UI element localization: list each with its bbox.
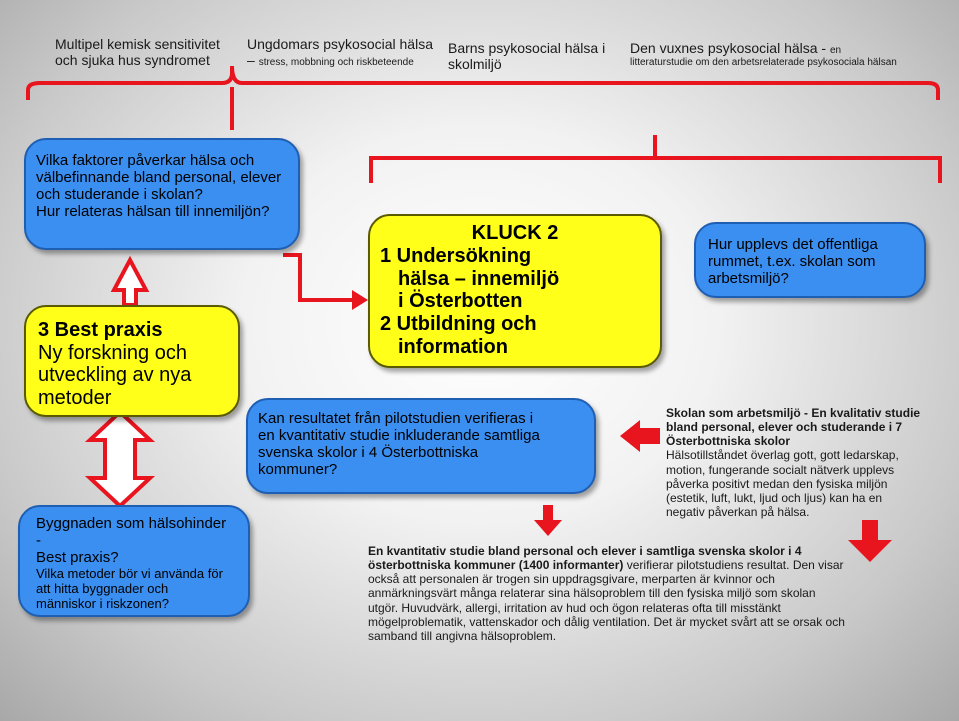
- header-item-adults: Den vuxnes psykosocial hälsa - en litter…: [630, 40, 897, 68]
- header-item-children: Barns psykosocial hälsa i skolmiljö: [448, 40, 606, 72]
- pilot-question-box: Kan resultatet från pilotstudien verifie…: [246, 398, 596, 494]
- arrow-to-kluck-head: [352, 290, 368, 310]
- header-item-youth: Ungdomars psykosocial hälsa – stress, mo…: [247, 36, 433, 68]
- arrow-left-to-pilot: [620, 420, 660, 452]
- arrow-up-to-top-box: [110, 255, 150, 307]
- kluck-box: KLUCK 2 1 Undersökning hälsa – innemiljö…: [368, 214, 662, 368]
- arrow-down-pilot: [534, 505, 562, 536]
- double-arrow-praxis-building: [84, 409, 156, 509]
- header-brace: [26, 65, 940, 100]
- public-room-box: Hur upplevs det offentliga rummet, t.ex.…: [694, 222, 926, 298]
- arrow-to-kluck: [283, 253, 355, 302]
- qualitative-study-text: Skolan som arbetsmiljö - En kvalitativ s…: [666, 406, 921, 520]
- building-health-box: Byggnaden som hälsohinder - Best praxis?…: [18, 505, 250, 617]
- arrow-down-right: [848, 520, 892, 562]
- quantitative-study-text: En kvantitativ studie bland personal och…: [368, 544, 845, 643]
- kluck-brace: [369, 156, 942, 183]
- best-praxis-box: 3 Best praxis Ny forskning och utvecklin…: [24, 305, 240, 417]
- header-item-mcs: Multipel kemisk sensitivitet och sjuka h…: [55, 36, 220, 68]
- question-box-factors: Vilka faktorer påverkar hälsa och välbef…: [24, 138, 300, 250]
